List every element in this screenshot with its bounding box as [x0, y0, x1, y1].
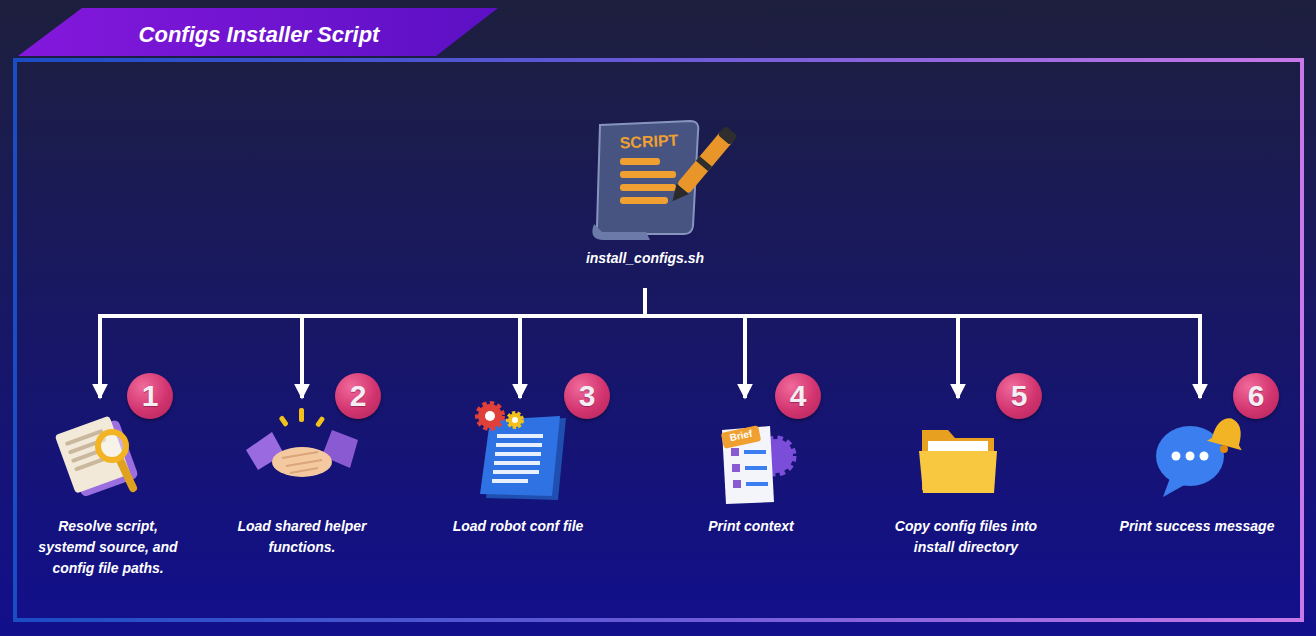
message-icon	[1156, 414, 1249, 497]
callout-number: 3	[564, 373, 610, 419]
step-node: 1Resolve script, systemd source, and con…	[0, 398, 200, 588]
script-name: install_configs.sh	[560, 248, 730, 269]
folder-icon	[919, 430, 997, 493]
callout-number: 2	[335, 373, 381, 419]
config-document-icon	[478, 404, 566, 500]
script-icon	[592, 121, 737, 240]
step-description: Print success message	[1097, 516, 1297, 537]
title-banner	[18, 8, 498, 56]
search-notes-icon	[55, 413, 139, 499]
handshake-icon	[246, 408, 358, 477]
step-node: 2Load shared helper functions.	[202, 398, 402, 588]
connector-arrow	[645, 288, 745, 398]
step-node: 5Copy config files into install director…	[858, 398, 1058, 588]
icon-label: SCRIPT	[618, 130, 681, 153]
step-description: Load robot conf file	[418, 516, 618, 537]
frame-border	[15, 60, 1302, 620]
brief-icon	[721, 425, 793, 504]
step-description: Resolve script, systemd source, and conf…	[33, 516, 183, 579]
step-description: Load shared helper functions.	[227, 516, 377, 558]
callout-number: 1	[127, 373, 173, 419]
step-node: 3Load robot conf file	[420, 398, 620, 588]
step-description: Copy config files into install directory	[884, 516, 1049, 558]
step-node: 6Print success message	[1100, 398, 1300, 588]
step-node: 4Print context	[645, 398, 845, 588]
step-description: Print context	[651, 516, 851, 537]
callout-number: 6	[1233, 373, 1279, 419]
callout-number: 5	[996, 373, 1042, 419]
title-text: Configs Installer Script	[79, 20, 439, 50]
connector-arrow	[645, 288, 1200, 398]
callout-number: 4	[775, 373, 821, 419]
